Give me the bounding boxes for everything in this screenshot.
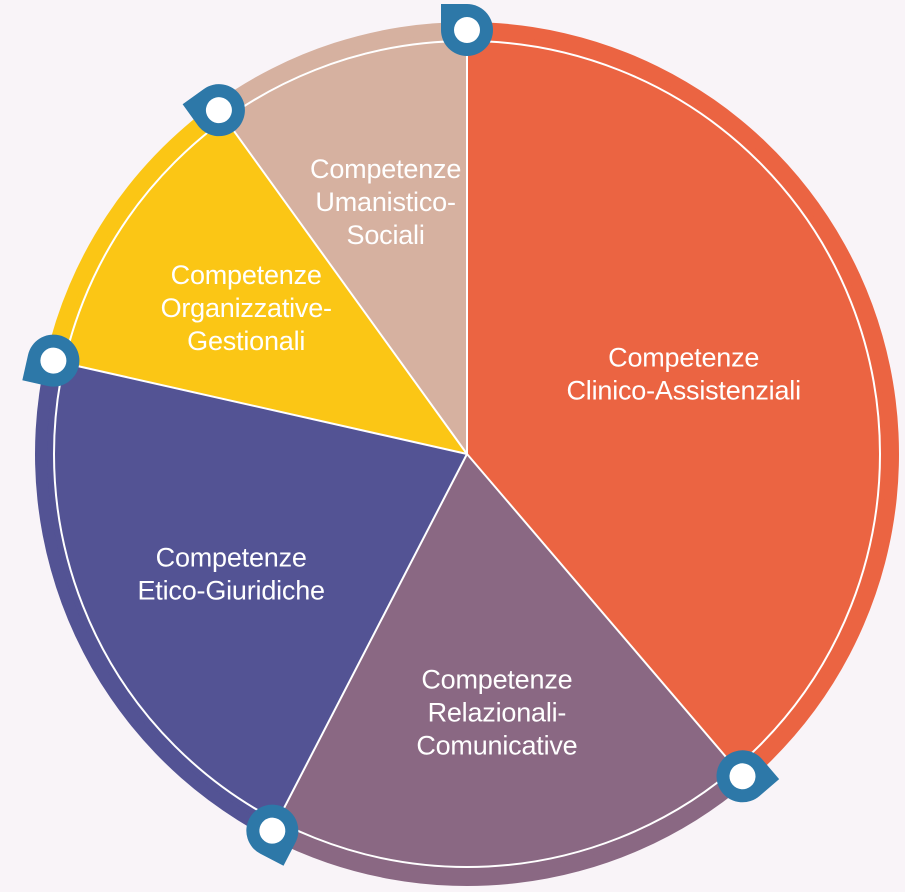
slice-competenze-clinico-assistenziali <box>467 34 888 774</box>
slice-label-line: Clinico-Assistenziali <box>567 376 801 406</box>
location-pin-dot <box>454 17 480 43</box>
slice-label-line: Competenze <box>171 260 322 290</box>
slice-label-line: Umanistico- <box>315 187 455 217</box>
slice-separator <box>466 453 741 774</box>
slice-label-line: Comunicative <box>416 731 577 761</box>
slice-competenze-etico-giuridiche <box>46 361 467 828</box>
slice-competenze-relazionali-comunicative <box>274 454 740 875</box>
location-pin-dot <box>40 347 67 374</box>
marker-group <box>22 4 780 866</box>
location-pin-dot <box>205 97 232 124</box>
location-pin-icon <box>22 334 80 387</box>
slice-separator <box>220 112 468 455</box>
slice-label-line: Competenze <box>310 154 461 184</box>
location-pin-icon <box>182 84 245 137</box>
location-pin-dot <box>259 817 286 844</box>
slice-label-line: Sociali <box>347 220 425 250</box>
location-pin-icon <box>441 4 493 56</box>
slice-label-line: Competenze <box>421 665 572 695</box>
slice-label-line: Etico-Giuridiche <box>138 576 325 606</box>
slice-label-line: Organizzative- <box>161 293 332 323</box>
slice-competenze-organizzative-gestionali <box>57 113 468 455</box>
location-pin-dot <box>729 763 756 790</box>
separator-group <box>57 34 741 828</box>
location-pin-icon <box>246 804 299 866</box>
slice-label-line: Gestionali <box>187 326 305 356</box>
slice-separator <box>57 360 468 455</box>
slice-separator <box>273 453 468 828</box>
slice-label-line: Competenze <box>156 543 307 573</box>
slice-label-line: Relazionali- <box>428 698 567 728</box>
slice-label-line: Competenze <box>608 343 759 373</box>
location-pin-icon <box>716 750 780 803</box>
slice-competenze-umanistico-sociali <box>221 34 467 454</box>
slice-group <box>46 34 888 875</box>
